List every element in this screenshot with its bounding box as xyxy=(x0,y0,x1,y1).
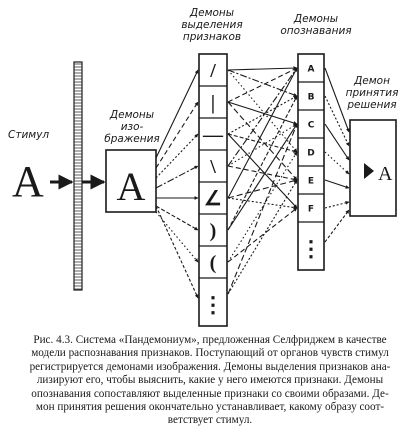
feature-symbol: / xyxy=(209,60,216,82)
connection-line xyxy=(155,165,199,189)
cognitive-letter: F xyxy=(308,205,314,215)
connection-line xyxy=(227,179,298,199)
connection-line xyxy=(227,67,298,199)
connection-line xyxy=(324,123,350,161)
cognitive-letter: E xyxy=(308,177,314,187)
connection-line xyxy=(227,165,298,182)
image-demon-box xyxy=(105,149,157,213)
decision-demon-label: Демон принятия решения xyxy=(346,75,399,111)
connection-line xyxy=(155,205,199,299)
cognitive-letter: A xyxy=(308,65,315,75)
connection-line xyxy=(227,67,298,167)
caption-line: регистрируется демонами изображения. Дем… xyxy=(29,360,391,373)
caption-line: опознавания сопоставляют выделенные приз… xyxy=(31,387,389,400)
decision-arrow xyxy=(364,163,374,179)
connection-line xyxy=(227,67,298,103)
connection-line xyxy=(227,69,298,97)
feature-symbol: | xyxy=(211,92,215,114)
caption-line: лизируют его, чтобы выяснить, какие у не… xyxy=(36,374,384,387)
feature-symbol: ) xyxy=(210,220,217,242)
decision-letter: A xyxy=(378,163,393,185)
connection-line xyxy=(227,123,298,295)
connection-line xyxy=(324,209,350,243)
svg-text:выделения: выделения xyxy=(181,19,242,31)
connection-line xyxy=(227,133,298,209)
decision-demon-box xyxy=(349,119,397,217)
connection-line xyxy=(324,95,350,147)
feature-symbol: — xyxy=(202,124,224,146)
connection-line xyxy=(155,205,199,231)
stimulus-letter: A xyxy=(12,157,44,206)
svg-text:опознавания: опознавания xyxy=(280,25,351,37)
svg-text:изо-: изо- xyxy=(121,121,144,133)
feature-ellipsis: ⋮ xyxy=(202,292,224,317)
connection-line xyxy=(324,67,350,133)
connection-line xyxy=(155,69,199,159)
caption-line: модели распознавания признаков. Поступаю… xyxy=(31,347,389,360)
connection-line xyxy=(227,101,298,181)
connections xyxy=(155,66,350,299)
svg-text:признаков: признаков xyxy=(183,31,241,43)
image-demons-label: Демоны изо- бражения xyxy=(104,109,160,145)
cognitive-ellipsis: ⋮ xyxy=(300,236,322,261)
cognitive-letter: B xyxy=(308,93,315,103)
connection-line xyxy=(155,211,199,263)
svg-text:Демоны: Демоны xyxy=(189,7,234,19)
connection-line xyxy=(227,66,298,71)
connection-line xyxy=(227,123,298,167)
cognitive-letter: C xyxy=(308,121,315,131)
connection-line xyxy=(155,133,199,179)
connection-line xyxy=(324,179,350,189)
feature-symbol: ∠ xyxy=(204,188,222,210)
feature-demons-column: / | — \ ∠) ( ⋮ xyxy=(198,53,228,327)
cognitive-column-frame xyxy=(297,53,325,271)
connection-line xyxy=(227,69,298,153)
svg-text:решения: решения xyxy=(346,99,396,111)
connection-line xyxy=(227,207,298,263)
connection-line xyxy=(227,95,298,135)
connection-line xyxy=(227,123,298,231)
sensory-grid xyxy=(73,61,83,291)
cognitive-demons-column: A B C D E F ⋮ xyxy=(297,53,325,271)
connection-line xyxy=(155,101,199,169)
image-letter: A xyxy=(117,164,146,209)
feature-column-frame xyxy=(198,53,228,327)
connection-line xyxy=(227,95,298,231)
cognitive-letter: D xyxy=(307,149,314,159)
figure-caption: Рис. 4.3. Система «Пандемониум», предлож… xyxy=(8,334,412,428)
connection-line xyxy=(227,101,298,125)
cognitive-demons-label: Демоны опознавания xyxy=(280,13,351,37)
grid-frame xyxy=(73,61,83,291)
caption-line: Рис. 4.3. Система «Пандемониум», предлож… xyxy=(33,334,387,346)
pandemonium-diagram: Стимул A Демоны изо- бражения A Демоны в… xyxy=(8,7,399,327)
feature-demons-label: Демоны выделения признаков xyxy=(181,7,242,43)
svg-text:Демоны: Демоны xyxy=(293,13,338,25)
feature-symbol: \ xyxy=(209,156,216,178)
svg-text:Демоны: Демоны xyxy=(109,109,154,121)
connection-line xyxy=(227,179,298,295)
svg-text:принятия: принятия xyxy=(346,87,399,99)
connection-line xyxy=(324,200,350,209)
stimulus-label: Стимул xyxy=(8,129,49,141)
connection-line xyxy=(227,151,298,263)
caption-line: мон принятия решения окончательно устана… xyxy=(35,401,385,414)
caption-line: ветствует стимул. xyxy=(167,414,253,427)
feature-symbol: ( xyxy=(210,252,217,274)
svg-text:Демон: Демон xyxy=(353,75,390,87)
svg-text:бражения: бражения xyxy=(104,133,160,145)
connection-line xyxy=(324,151,350,175)
